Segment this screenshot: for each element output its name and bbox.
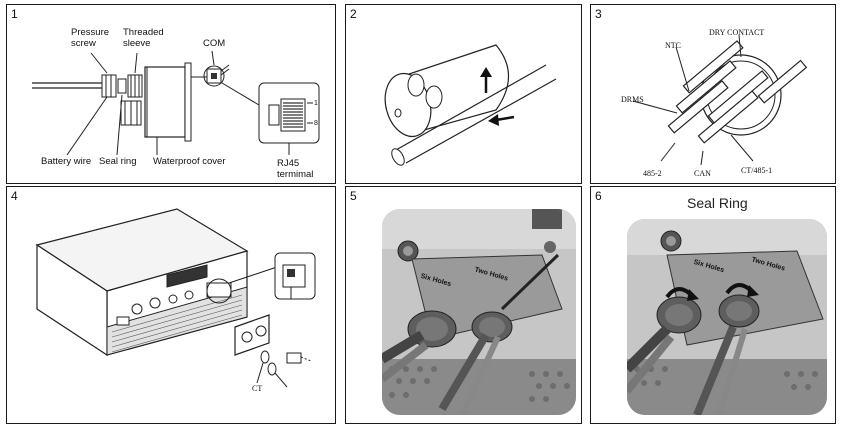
threaded-sleeve-label: Threaded sleeve (123, 27, 164, 49)
panel-2: 2 (345, 4, 582, 184)
panel-number: 3 (595, 7, 602, 21)
panel-number: 6 (595, 189, 602, 203)
battery-wire-label: Battery wire (41, 156, 92, 167)
panel-5: 5 (345, 186, 582, 424)
seal-plug-drawing (384, 44, 557, 166)
485-2-label: 485-2 (643, 169, 662, 178)
inverter-drawing (35, 208, 316, 388)
panel-number: 4 (11, 189, 18, 203)
can-label: CAN (694, 169, 711, 178)
waterproof-cover-label: Waterproof cover (153, 156, 226, 167)
panel-number: 2 (350, 7, 357, 21)
seal-ring-title: Seal Ring (687, 195, 748, 211)
connector-pins-drawing (632, 34, 808, 166)
panel-number: 1 (11, 7, 18, 21)
ct-485-1-label: CT/485-1 (741, 166, 773, 175)
pressure-screw-label: Pressure screw (71, 27, 110, 49)
com-label: COM (203, 38, 226, 49)
panel-3: 3 NTC DRY CONTACT DRMS 485-2 CAN CT/485-… (590, 4, 836, 184)
cable-assembly-drawing (32, 50, 320, 156)
drms-label: DRMS (621, 95, 644, 104)
panel-1: 1 (6, 4, 336, 184)
ct-label: CT (252, 384, 263, 393)
panel-4: 4 (6, 186, 336, 424)
dry-contact-label: DRY CONTACT (709, 28, 765, 37)
panel-6: 6 Seal Ring (590, 186, 836, 424)
seal-ring-photo: Six Holes Two Holes (627, 219, 827, 415)
panel-number: 5 (350, 189, 357, 203)
pin-8-label: 8 (314, 120, 318, 127)
rj45-terminal-label: RJ45 termimal (277, 158, 314, 180)
ntc-label: NTC (665, 41, 681, 50)
seal-ring-label: Seal ring (99, 156, 137, 167)
cover-photo: Six Holes Two Holes (382, 209, 576, 415)
pin-1-label: 1 (314, 100, 318, 107)
